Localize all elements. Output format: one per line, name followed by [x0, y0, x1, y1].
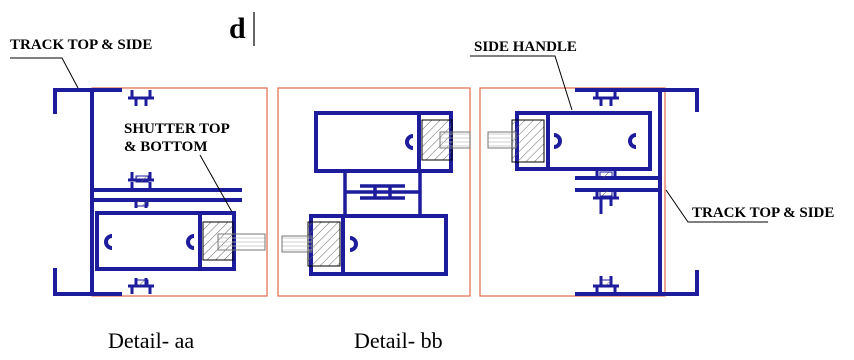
detail-cc-frame — [479, 87, 666, 297]
glass-bb-bottom — [281, 235, 313, 253]
label-shutter-bottom: & BOTTOM — [124, 139, 208, 155]
seal-left-top — [135, 175, 149, 183]
track-profile-right — [575, 88, 699, 296]
label-track-top-side-left: TRACK TOP & SIDE — [10, 37, 153, 53]
seal-right-top — [599, 171, 613, 179]
track-profile-left — [53, 88, 242, 296]
seal-left-bottom — [135, 279, 149, 287]
glass-aa — [217, 233, 266, 251]
leader-lines — [10, 55, 768, 223]
caption-detail-aa: Detail- aa — [108, 328, 195, 353]
glass-bb-top — [439, 131, 471, 149]
seal-right-bottom — [599, 279, 613, 287]
glass-cc — [487, 131, 517, 149]
glazing-gasket-cc — [511, 119, 545, 163]
glazing-gasket-bb-bottom — [307, 221, 341, 267]
section-marker-d: d — [229, 12, 246, 45]
detail-bb-frame — [277, 87, 471, 297]
interlock-bb — [343, 171, 422, 214]
caption-detail-bb: Detail- bb — [354, 328, 443, 353]
label-side-handle: SIDE HANDLE — [474, 39, 577, 55]
label-shutter-top: SHUTTER TOP — [124, 121, 230, 137]
seal-right-mid — [599, 189, 613, 197]
seal-left-mid — [135, 199, 149, 207]
label-track-top-side-right: TRACK TOP & SIDE — [692, 205, 835, 221]
